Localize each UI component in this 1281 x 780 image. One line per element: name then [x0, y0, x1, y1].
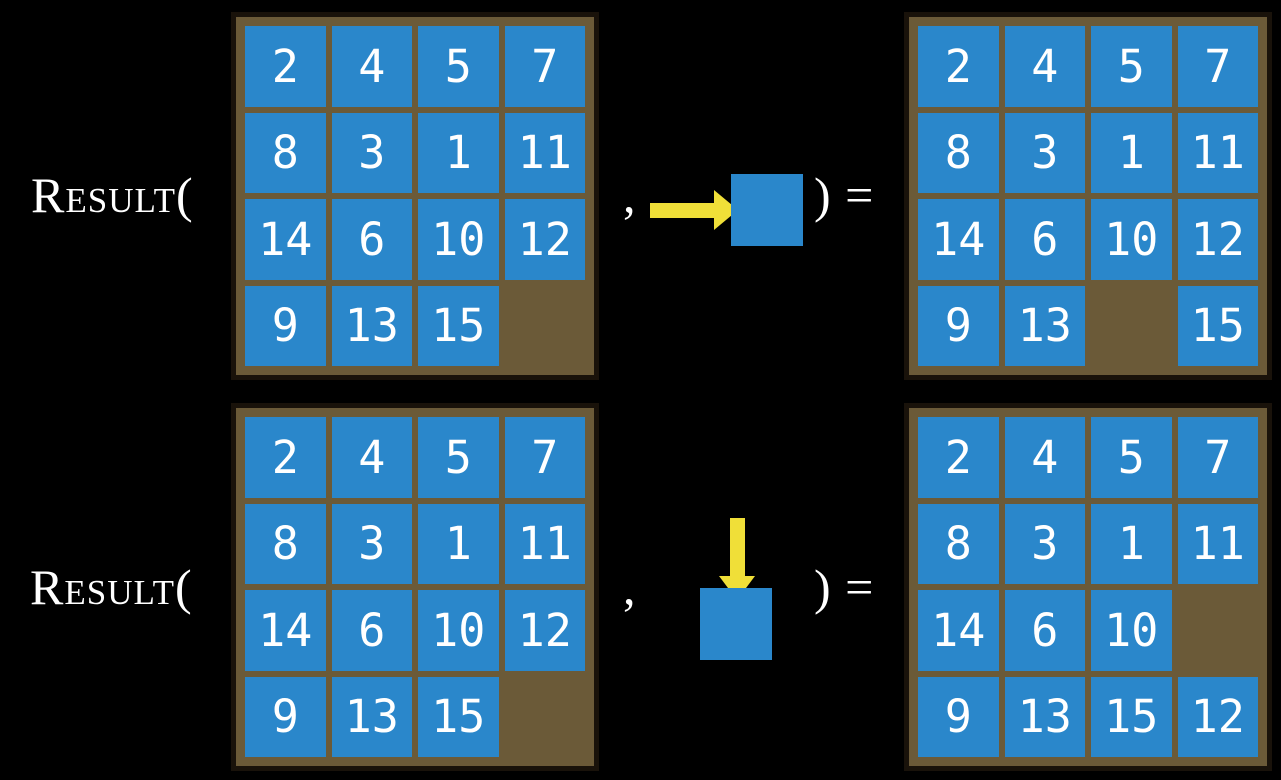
puzzle-tile: 1 [1091, 112, 1172, 193]
puzzle-tile: 4 [1004, 417, 1085, 498]
puzzle-tile: 8 [245, 112, 326, 193]
puzzle-tile: 5 [1091, 417, 1172, 498]
puzzle-tile: 14 [918, 590, 999, 671]
puzzle-tile: 13 [331, 676, 412, 757]
function-label: Result( [30, 559, 193, 615]
puzzle-tile: 6 [331, 590, 412, 671]
puzzle-tile: 3 [1004, 112, 1085, 193]
puzzle-tile: 4 [1004, 26, 1085, 107]
puzzle-tile: 4 [331, 26, 412, 107]
puzzle-tile: 6 [1004, 590, 1085, 671]
puzzle-tile: 7 [1177, 26, 1258, 107]
empty-cell [505, 286, 586, 367]
puzzle-tile: 10 [1091, 590, 1172, 671]
puzzle-tile: 11 [1177, 112, 1258, 193]
puzzle-tile: 7 [1177, 417, 1258, 498]
empty-cell [505, 677, 586, 758]
empty-cell [1091, 286, 1172, 367]
puzzle-tile: 6 [331, 199, 412, 280]
puzzle-tile: 5 [1091, 26, 1172, 107]
puzzle-tile: 2 [918, 26, 999, 107]
puzzle-tile: 1 [1091, 503, 1172, 584]
puzzle-tile: 15 [418, 676, 499, 757]
puzzle-tile: 12 [1177, 676, 1258, 757]
close-paren-equals: ) = [814, 167, 875, 223]
puzzle-tile: 12 [504, 199, 585, 280]
puzzle-tile: 15 [1091, 676, 1172, 757]
function-label: Result( [31, 167, 194, 223]
arrow-right-icon [650, 190, 738, 230]
arrow-shaft [650, 203, 716, 218]
puzzle-tile: 12 [1177, 199, 1258, 280]
comma-separator: , [623, 167, 637, 223]
comma-separator: , [623, 559, 637, 615]
puzzle-tile: 4 [331, 417, 412, 498]
puzzle-tile: 3 [331, 112, 412, 193]
move-tile-square [731, 174, 803, 246]
puzzle-tile: 8 [918, 503, 999, 584]
puzzle-tile: 2 [245, 26, 326, 107]
puzzle-tile: 9 [918, 285, 999, 366]
puzzle-tile: 7 [504, 417, 585, 498]
puzzle-tile: 5 [418, 417, 499, 498]
puzzle-tile: 1 [418, 112, 499, 193]
puzzle-tile: 3 [1004, 503, 1085, 584]
puzzle-tile: 3 [331, 503, 412, 584]
move-tile-square [700, 588, 772, 660]
puzzle-tile: 10 [418, 590, 499, 671]
puzzle-tile: 14 [918, 199, 999, 280]
puzzle-tile: 11 [504, 112, 585, 193]
puzzle-tile: 8 [918, 112, 999, 193]
puzzle-tile: 15 [1177, 285, 1258, 366]
puzzle-tile: 13 [1004, 676, 1085, 757]
puzzle-tile: 7 [504, 26, 585, 107]
puzzle-tile: 1 [418, 503, 499, 584]
close-paren-equals: ) = [814, 559, 875, 615]
puzzle-tile: 13 [331, 285, 412, 366]
puzzle-tile: 5 [418, 26, 499, 107]
arrow-shaft [730, 518, 745, 578]
puzzle-tile: 9 [918, 676, 999, 757]
puzzle-tile: 8 [245, 503, 326, 584]
puzzle-tile: 14 [245, 590, 326, 671]
puzzle-tile: 9 [245, 285, 326, 366]
puzzle-tile: 12 [504, 590, 585, 671]
puzzle-tile: 2 [245, 417, 326, 498]
puzzle-tile: 9 [245, 676, 326, 757]
puzzle-tile: 13 [1004, 285, 1085, 366]
puzzle-tile: 15 [418, 285, 499, 366]
puzzle-tile: 10 [1091, 199, 1172, 280]
empty-cell [1178, 590, 1259, 671]
puzzle-tile: 14 [245, 199, 326, 280]
puzzle-tile: 2 [918, 417, 999, 498]
puzzle-tile: 6 [1004, 199, 1085, 280]
puzzle-tile: 11 [1177, 503, 1258, 584]
puzzle-tile: 10 [418, 199, 499, 280]
puzzle-tile: 11 [504, 503, 585, 584]
